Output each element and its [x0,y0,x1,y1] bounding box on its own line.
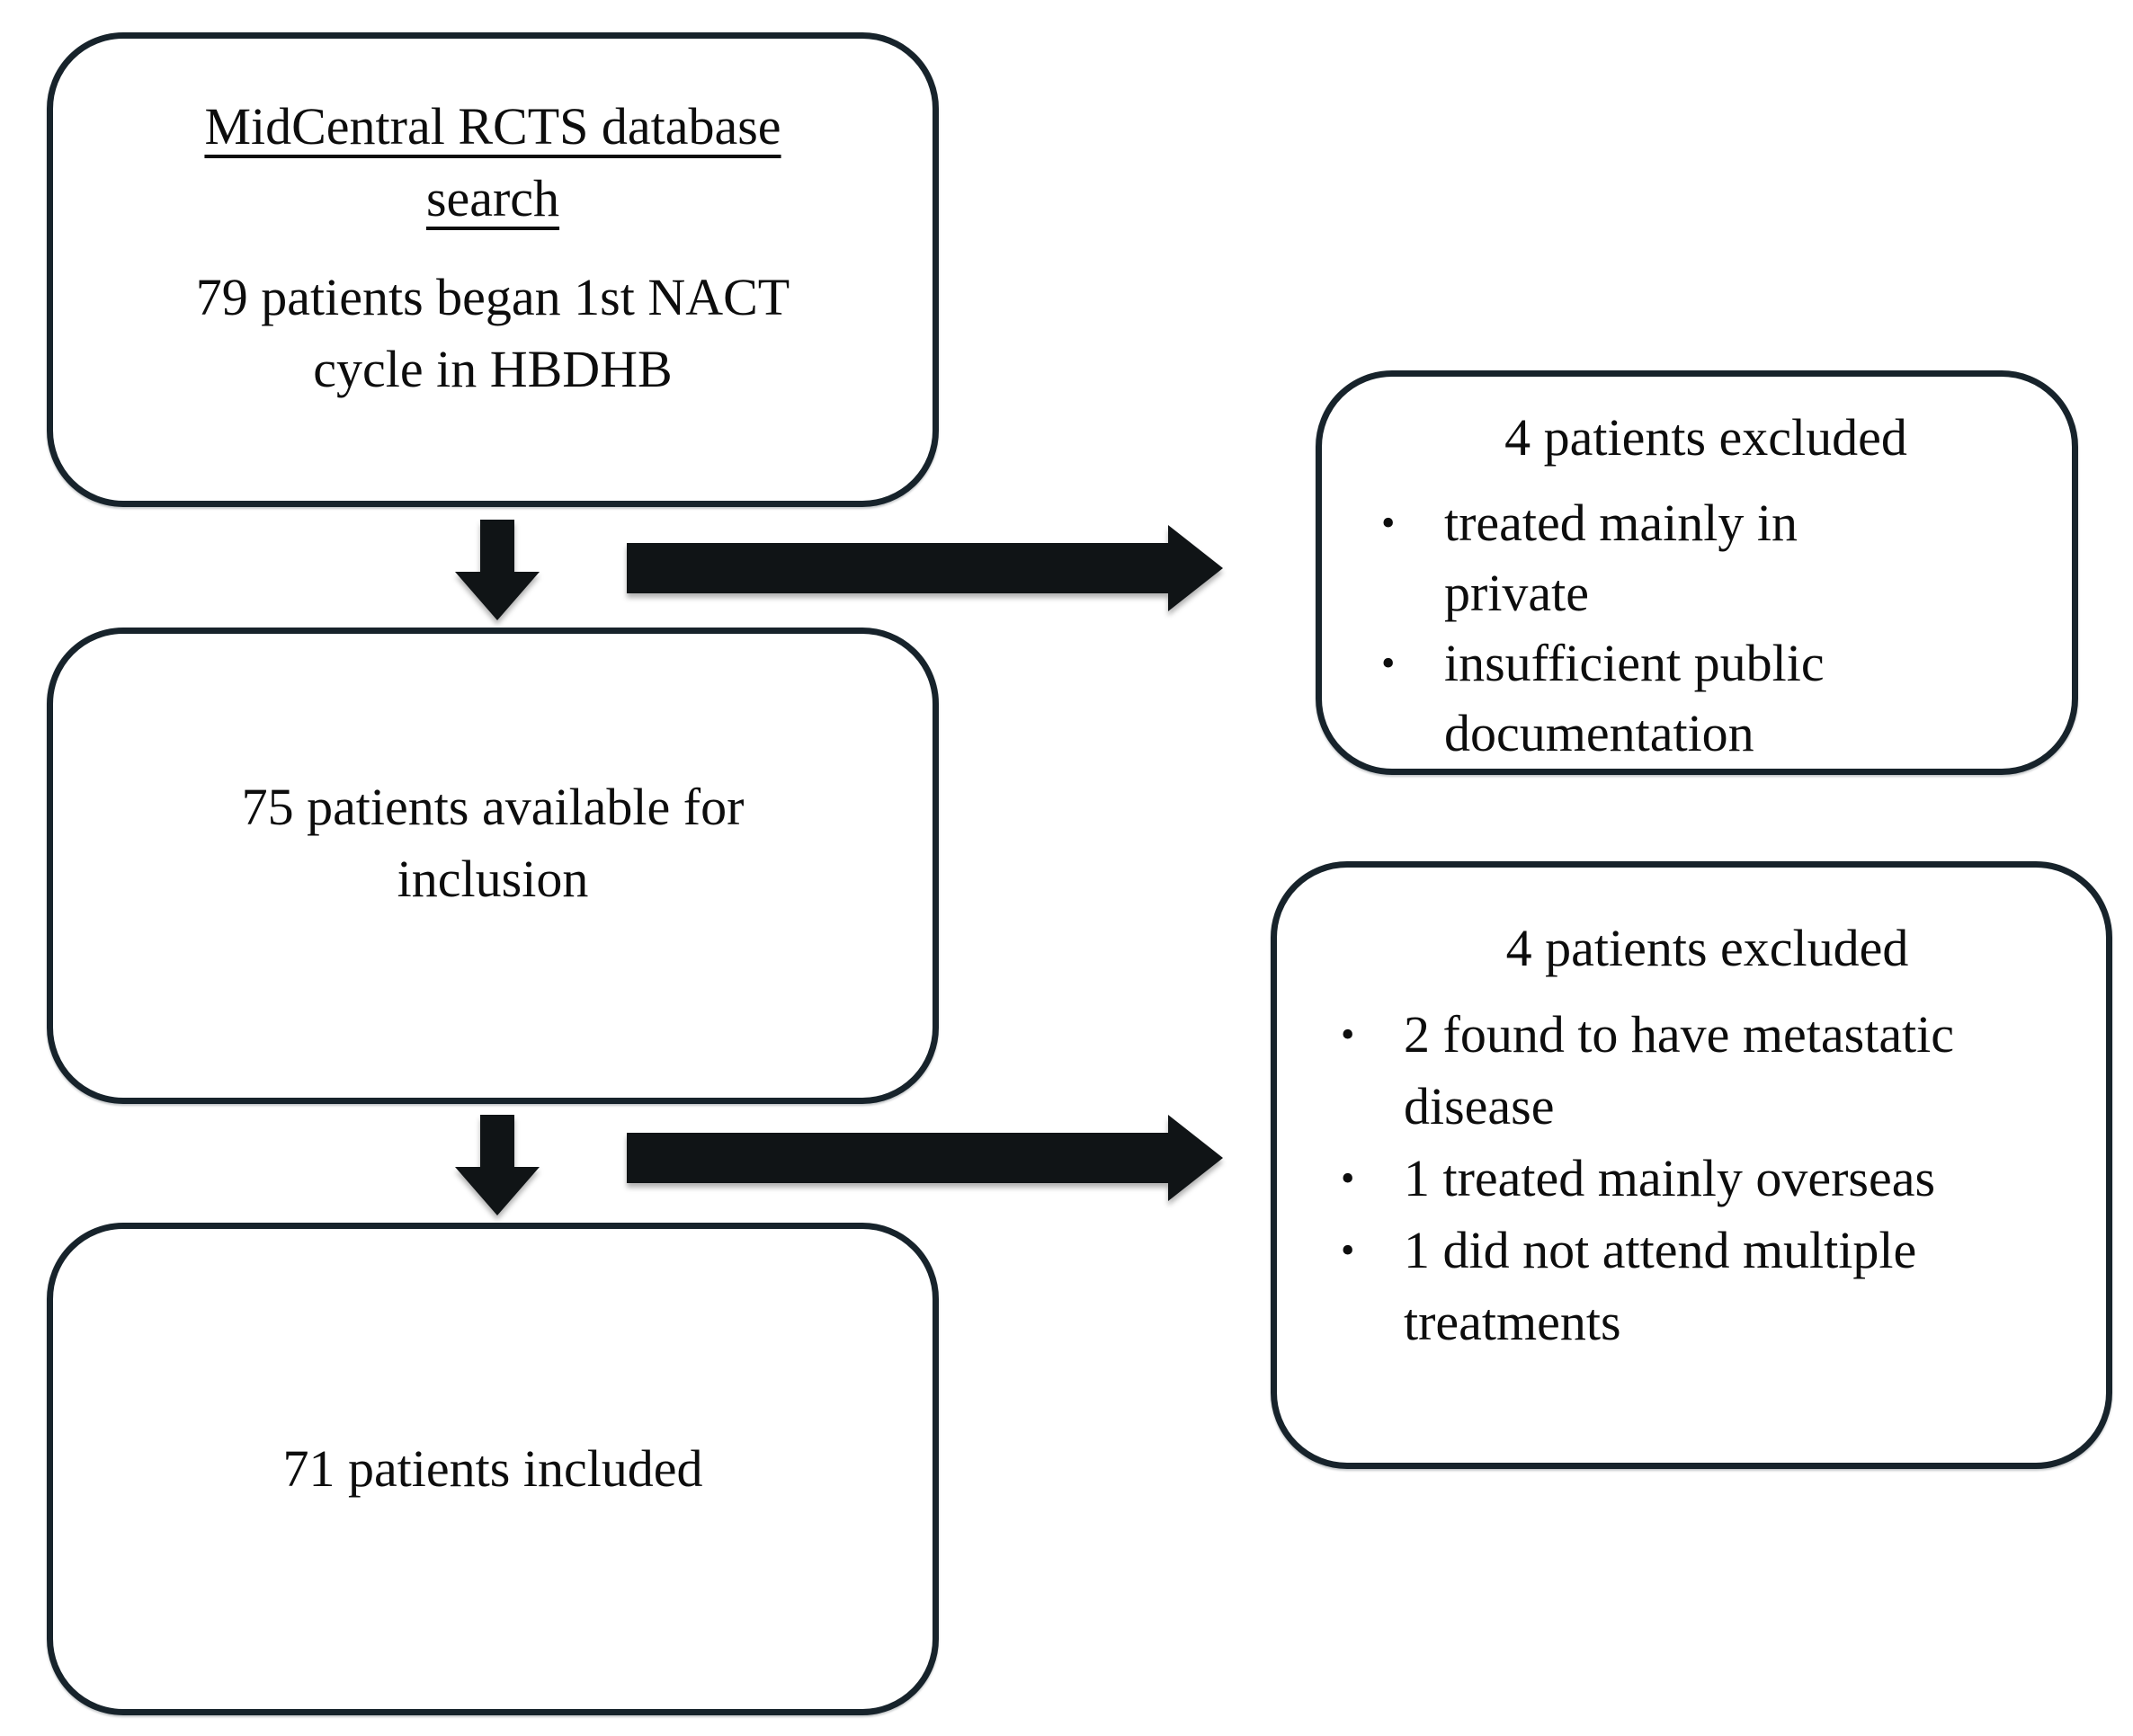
heading-line: search [425,169,560,227]
down-arrow-icon [455,1115,540,1215]
list-item: • 1 did not attend multiple treatments [1335,1215,2079,1358]
down-arrow-icon [455,520,540,620]
bullet-icon: • [1341,1228,1355,1272]
list-item-text: treated mainly in private [1444,494,1798,622]
list-item: • insufficient public documentation [1376,628,2036,769]
body-line: 79 patients began 1st NACT [195,268,790,326]
bullet-icon: • [1381,641,1396,685]
list-item: • 1 treated mainly overseas [1335,1143,2079,1215]
node-heading: MidCentral RCTS database search [204,91,781,235]
node-heading: 4 patients excluded [1504,408,1907,467]
body-line: cycle in HBDHB [313,340,673,398]
list-item-text: 2 found to have metastatic disease [1404,1005,1955,1135]
body-line: 71 patients included [282,1439,703,1498]
exclusion-list: • 2 found to have metastatic disease • 1… [1335,999,2079,1358]
list-item-text: 1 treated mainly overseas [1404,1149,1936,1207]
flow-node-excluded-first: 4 patients excluded • treated mainly in … [1316,370,2078,775]
list-item-text: 1 did not attend multiple treatments [1404,1221,1917,1351]
exclusion-list: • treated mainly in private • insufficie… [1376,488,2036,769]
flow-node-included: 71 patients included [47,1223,939,1715]
list-item-text: insufficient public documentation [1444,634,1825,762]
node-body: 75 patients available for inclusion [242,771,745,915]
flow-node-excluded-second: 4 patients excluded • 2 found to have me… [1271,861,2112,1469]
node-heading: 4 patients excluded [1505,919,1909,977]
flow-node-database-search: MidCentral RCTS database search 79 patien… [47,32,939,507]
right-arrow-icon [627,525,1223,611]
list-item: • 2 found to have metastatic disease [1335,999,2079,1143]
bullet-icon: • [1341,1012,1355,1056]
bullet-icon: • [1341,1156,1355,1200]
bullet-icon: • [1381,501,1396,545]
flow-node-available: 75 patients available for inclusion [47,628,939,1104]
node-body: 71 patients included [282,1433,702,1505]
body-line: 75 patients available for [241,778,745,836]
body-line: inclusion [397,850,589,908]
heading-line: MidCentral RCTS database [204,97,781,156]
node-body: 79 patients began 1st NACT cycle in HBDHB [196,262,790,405]
list-item: • treated mainly in private [1376,488,2036,628]
right-arrow-icon [627,1115,1223,1201]
